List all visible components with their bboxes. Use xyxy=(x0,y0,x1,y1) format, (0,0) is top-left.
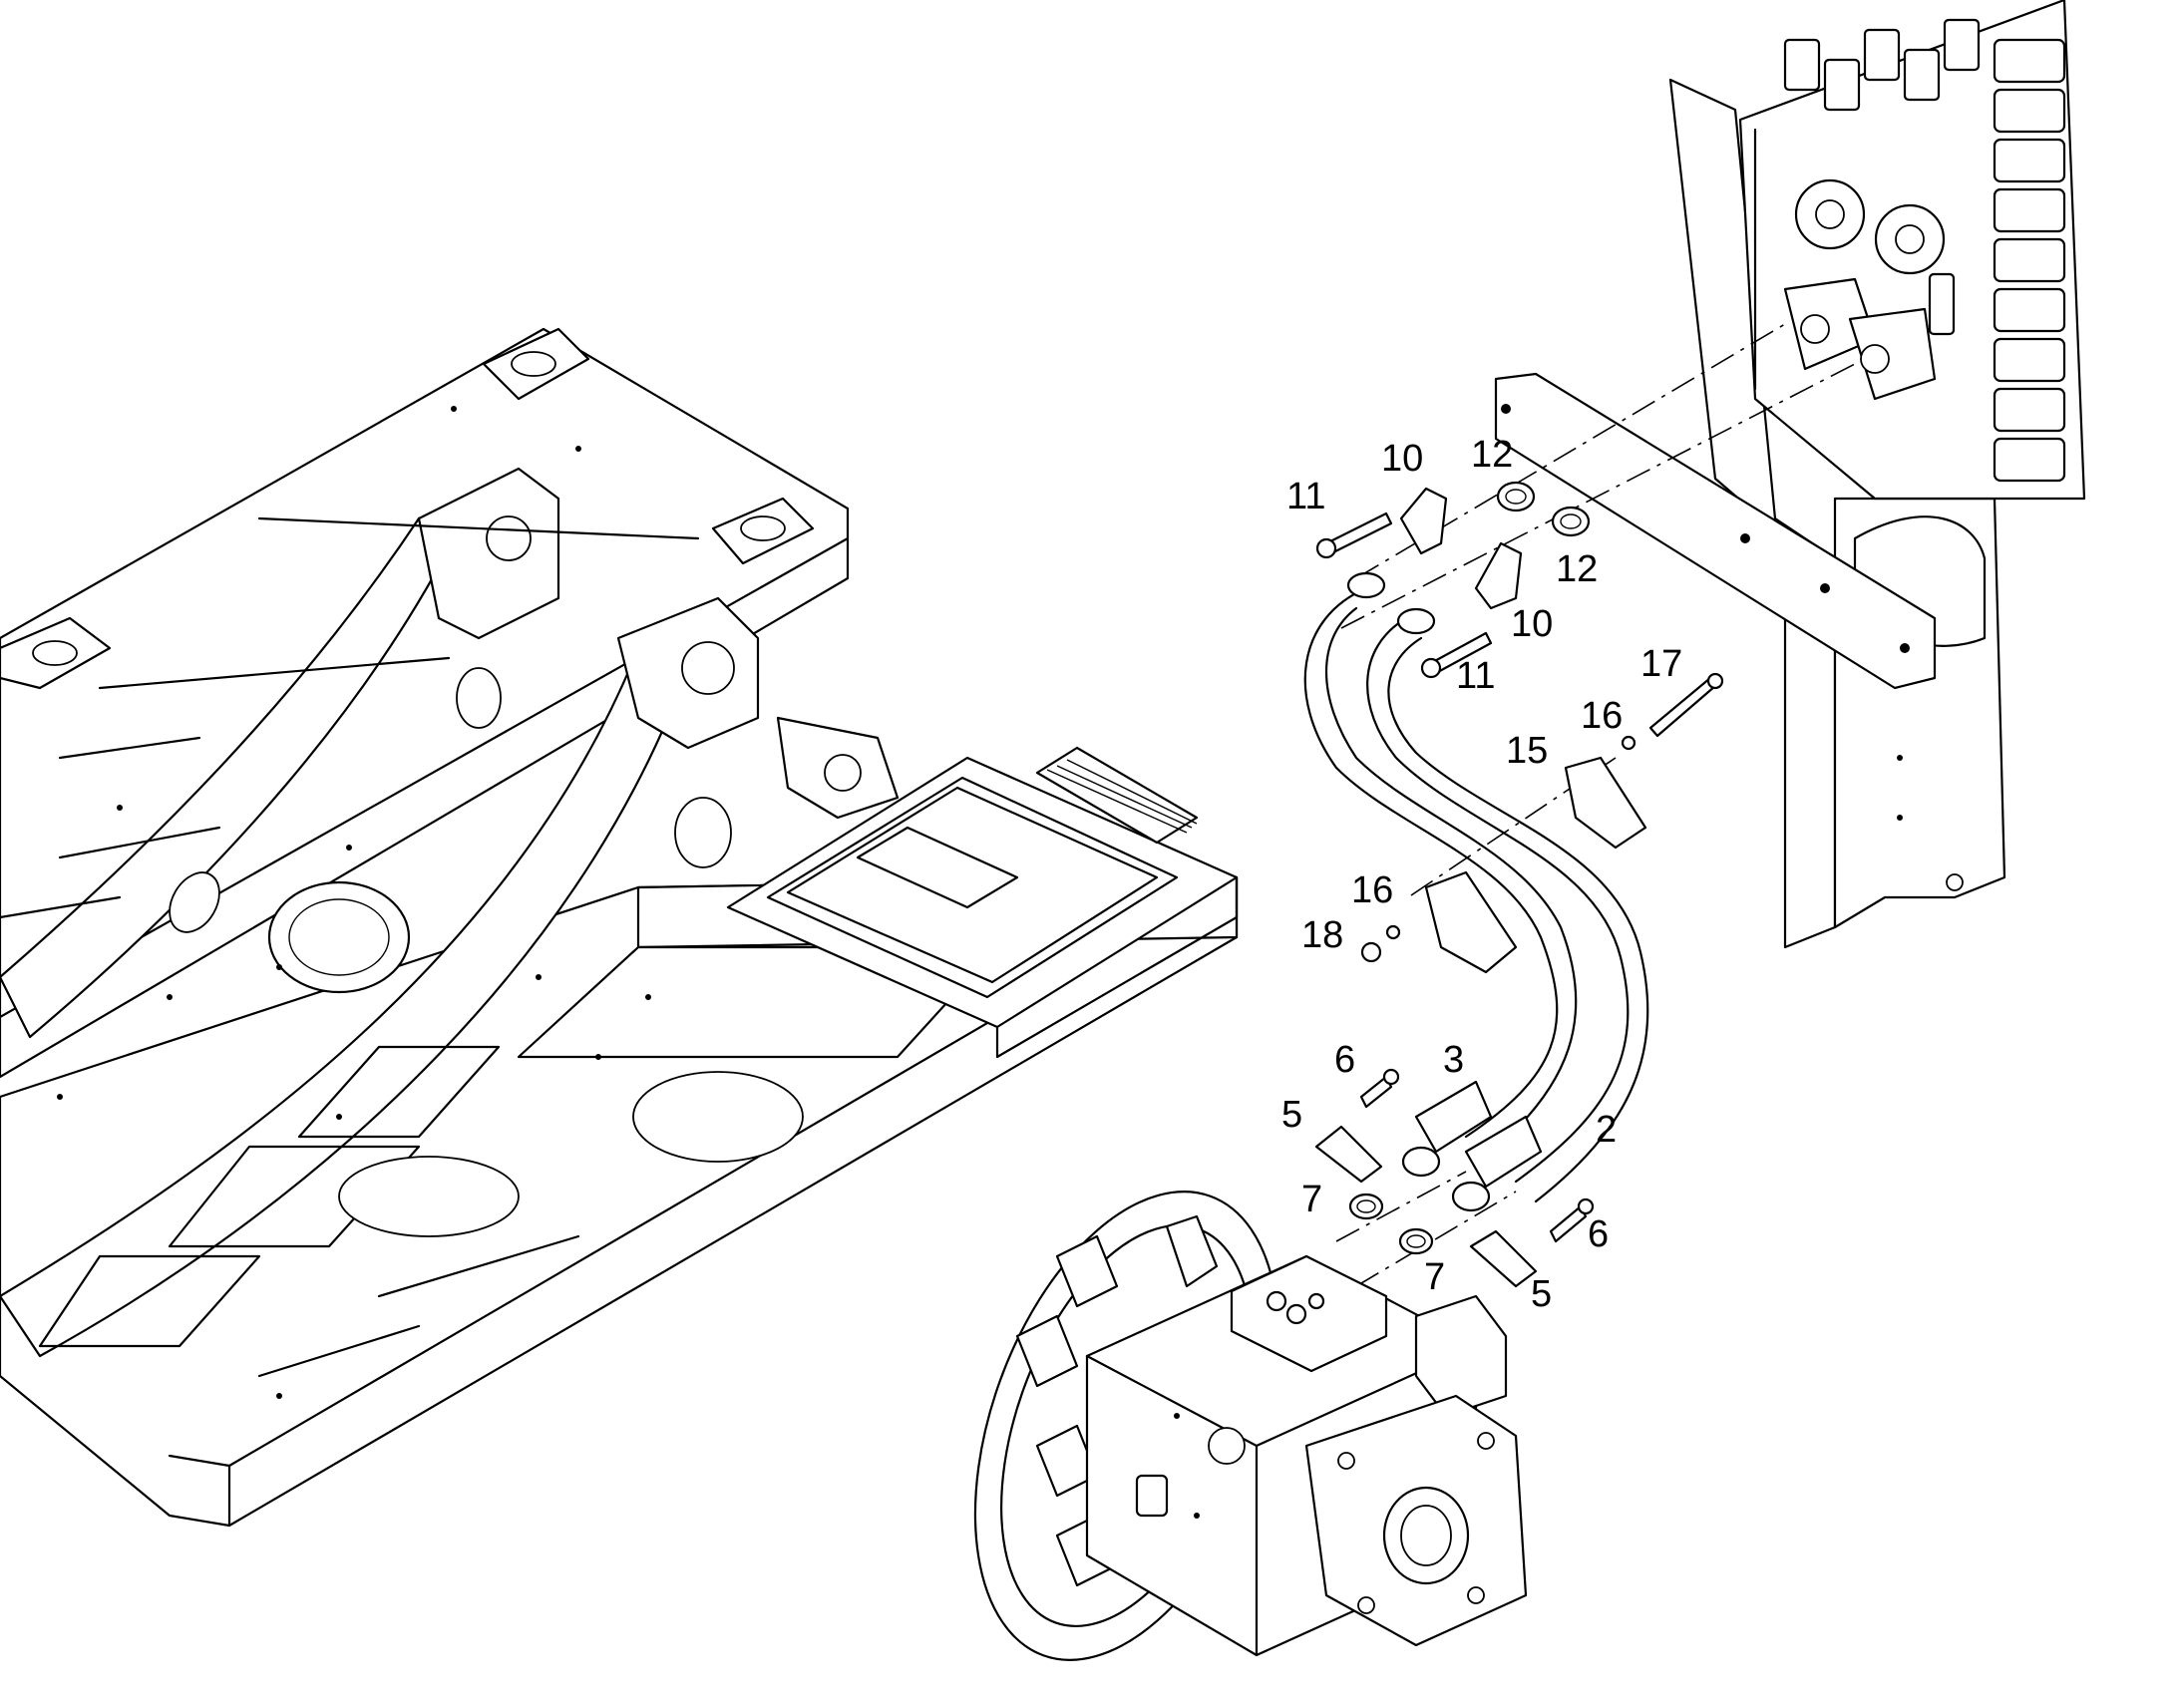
control-valve-assembly xyxy=(1494,0,2086,949)
callout-3: 3 xyxy=(1443,1039,1464,1081)
callout-7-upper: 7 xyxy=(1301,1179,1322,1220)
callout-7-lower: 7 xyxy=(1424,1256,1445,1298)
callout-2: 2 xyxy=(1596,1109,1617,1151)
valve-top-fittings xyxy=(1783,18,1981,112)
callout-12-lower: 12 xyxy=(1556,548,1598,590)
callout-5-lower: 5 xyxy=(1531,1273,1552,1315)
callout-10-lower: 10 xyxy=(1511,603,1553,645)
hydraulic-hoses xyxy=(1303,571,1649,1212)
callout-15: 15 xyxy=(1506,730,1548,772)
battery-box xyxy=(726,746,1239,1059)
hydraulic-pump xyxy=(973,1191,1528,1661)
callout-10-upper: 10 xyxy=(1381,438,1423,480)
callout-11-upper: 11 xyxy=(1286,476,1325,517)
callout-16-upper: 16 xyxy=(1581,695,1623,737)
callout-6-lower: 6 xyxy=(1588,1213,1609,1255)
callout-18: 18 xyxy=(1301,914,1343,956)
callout-11-lower: 11 xyxy=(1456,655,1495,697)
callout-5-upper: 5 xyxy=(1281,1094,1302,1136)
callout-12-upper: 12 xyxy=(1471,434,1513,476)
callout-6-upper: 6 xyxy=(1334,1039,1355,1081)
valve-spools xyxy=(1993,38,2066,483)
small-parts xyxy=(1314,481,1724,1288)
callout-17: 17 xyxy=(1640,643,1682,685)
callout-labels: 11 10 12 12 10 11 17 16 15 16 18 6 3 5 2… xyxy=(1281,434,1682,1315)
callout-16-lower: 16 xyxy=(1351,869,1393,911)
